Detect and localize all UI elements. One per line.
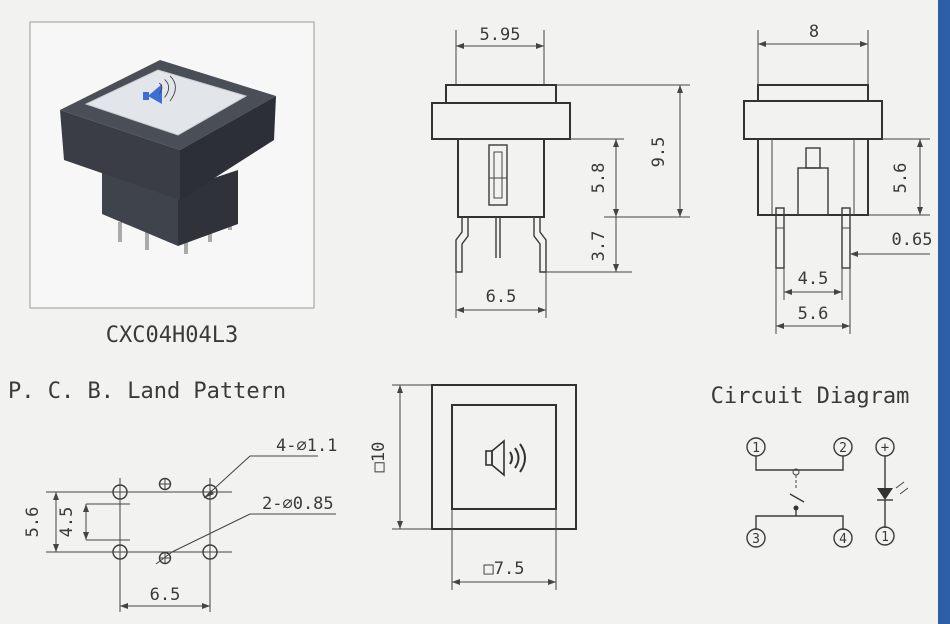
speaker-icon: [485, 439, 526, 477]
end-dim-inner-pin-span: 4.5: [798, 269, 829, 289]
top-dim-inner-square: □7.5: [484, 559, 525, 579]
led-plus-terminal: +: [881, 440, 889, 456]
side-dim-pin-span: 6.5: [486, 287, 517, 307]
side-dim-pin-length: 3.7: [589, 231, 609, 262]
top-dim-outer-square: □10: [369, 442, 389, 473]
product-photo: [29, 21, 315, 309]
pcb-hole-small-label: 2-⌀0.85: [262, 494, 334, 514]
circuit-diagram: [746, 437, 909, 548]
side-dim-body-height: 5.8: [589, 163, 609, 194]
pcb-dim-outer-height: 5.6: [23, 507, 43, 538]
end-view: [743, 30, 930, 334]
pcb-dim-inner-height: 4.5: [57, 507, 77, 538]
end-dim-top-width: 8: [809, 22, 819, 42]
cap-speaker-icon: [148, 84, 162, 104]
circuit-pin-3: 3: [752, 532, 760, 547]
end-dim-outer-pin-span: 5.6: [798, 304, 829, 324]
side-dim-top-width: 5.95: [480, 25, 521, 45]
top-view: [392, 384, 577, 590]
part-number: CXC04H04L3: [106, 323, 238, 348]
end-dim-body-height: 5.6: [891, 163, 911, 194]
side-dim-total-height: 9.5: [649, 137, 669, 168]
circuit-pin-2: 2: [839, 441, 847, 456]
led-pin-1: 1: [881, 530, 889, 545]
side-view: [431, 30, 690, 318]
circuit-pin-4: 4: [839, 532, 847, 547]
circuit-pin-1-top: 1: [752, 441, 760, 456]
page-edge-strip: [938, 0, 950, 624]
end-dim-pin-thickness: 0.65: [892, 230, 933, 250]
pcb-dim-width: 6.5: [150, 585, 181, 605]
pcb-land-pattern-title: P. C. B. Land Pattern: [8, 379, 286, 404]
pcb-hole-large-label: 4-⌀1.1: [276, 436, 337, 456]
circuit-diagram-title: Circuit Diagram: [711, 384, 910, 409]
pcb-land-pattern: [46, 455, 336, 612]
